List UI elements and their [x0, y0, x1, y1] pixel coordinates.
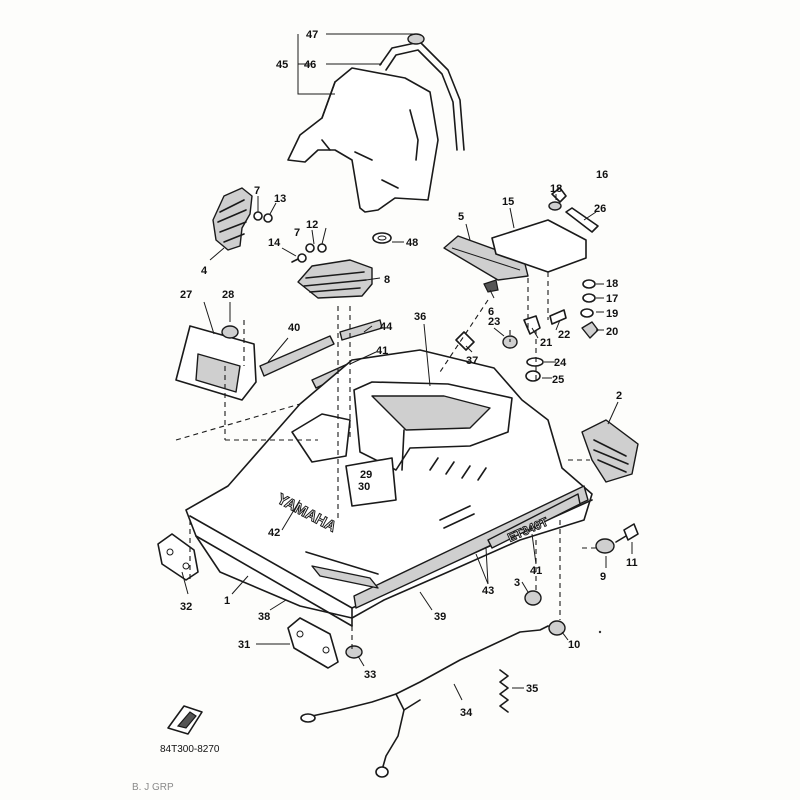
- assembly-lines: [175, 272, 598, 650]
- callout-27: 27: [180, 289, 192, 301]
- bumper-10: [548, 620, 566, 636]
- callout-42: 42: [268, 527, 280, 539]
- callout-24: 24: [554, 357, 567, 369]
- speck: [598, 630, 602, 634]
- grommet-48: [372, 232, 392, 244]
- callout-19: 19: [606, 308, 618, 320]
- side-vent-right: [581, 419, 639, 483]
- bushing-28: [221, 325, 239, 339]
- callout-30: 30: [358, 481, 370, 493]
- side-panel-27: [175, 325, 257, 401]
- footer-text: B. J GRP: [132, 782, 174, 793]
- callout-20: 20: [606, 326, 618, 338]
- panel-5: [443, 235, 529, 281]
- callout-37: 37: [466, 355, 478, 367]
- bolt-11: [615, 523, 639, 543]
- callout-46: 46: [304, 59, 316, 71]
- cable-34: [300, 625, 549, 778]
- callout-21: 21: [540, 337, 552, 349]
- callout-18a: 18: [550, 183, 562, 195]
- callout-48: 48: [406, 237, 418, 249]
- stripe-40: [259, 335, 335, 377]
- callout-23: 23: [488, 316, 500, 328]
- callout-38: 38: [258, 611, 270, 623]
- windshield: [287, 67, 439, 213]
- callout-5: 5: [458, 211, 464, 223]
- latch-31: [287, 617, 339, 669]
- callout-7b: 7: [294, 227, 300, 239]
- center-vent: [297, 259, 373, 299]
- callout-9: 9: [600, 571, 606, 583]
- callout-18b: 18: [606, 278, 618, 290]
- callout-10: 10: [568, 639, 580, 651]
- side-vent-left: [212, 187, 253, 251]
- windshield-trim: [379, 33, 465, 151]
- clip-16-18: [548, 187, 567, 211]
- callout-43: 43: [482, 585, 494, 597]
- callout-1: 1: [224, 595, 230, 607]
- callout-11: 11: [626, 557, 638, 569]
- callout-2: 2: [616, 390, 622, 402]
- panel-15: [491, 219, 587, 273]
- callout-35: 35: [526, 683, 538, 695]
- leader-lines: [181, 33, 633, 701]
- callout-15: 15: [502, 196, 514, 208]
- callout-41a: 41: [376, 345, 388, 357]
- bumper-3: [524, 590, 542, 606]
- callout-16: 16: [596, 169, 608, 181]
- callout-13: 13: [274, 193, 286, 205]
- callout-34: 34: [460, 707, 473, 719]
- callout-6: 6: [488, 306, 494, 318]
- front-arrow-icon: [167, 705, 203, 735]
- part-number: 84T300-8270: [160, 744, 220, 755]
- callout-17: 17: [606, 293, 618, 305]
- bushing-33: [345, 645, 363, 659]
- callout-28: 28: [222, 289, 234, 301]
- callout-47: 47: [306, 29, 318, 41]
- stripe-44: [339, 319, 383, 341]
- callout-26: 26: [594, 203, 606, 215]
- callout-39: 39: [434, 611, 446, 623]
- callout-3: 3: [514, 577, 520, 589]
- fastener-7-12-14: [291, 243, 327, 263]
- callout-45: 45: [276, 59, 288, 71]
- callout-32: 32: [180, 601, 192, 613]
- hinge-pin-26: [565, 207, 599, 233]
- small-parts-cluster: [455, 279, 567, 382]
- callout-22: 22: [558, 329, 570, 341]
- spring-35: [499, 669, 509, 713]
- washers-17-18-19-20: [580, 279, 599, 339]
- callout-14: 14: [268, 237, 281, 249]
- callout-36: 36: [414, 311, 426, 323]
- callout-25: 25: [552, 374, 564, 386]
- callout-12: 12: [306, 219, 318, 231]
- callout-8: 8: [384, 274, 390, 286]
- callout-44: 44: [380, 321, 393, 333]
- callout-40: 40: [288, 322, 300, 334]
- callout-labels: 47 45 46 7 13 12 7 14 4 8 48 16 18 15 26…: [180, 29, 638, 719]
- callout-4: 4: [201, 265, 208, 277]
- callout-7a: 7: [254, 185, 260, 197]
- bushing-9: [595, 538, 615, 554]
- hood-body: [185, 349, 593, 627]
- callout-41b: 41: [530, 565, 542, 577]
- latch-32: [157, 533, 199, 581]
- callout-33: 33: [364, 669, 376, 681]
- callout-31: 31: [238, 639, 250, 651]
- callout-29: 29: [360, 469, 372, 481]
- fastener-7-13: [253, 211, 273, 223]
